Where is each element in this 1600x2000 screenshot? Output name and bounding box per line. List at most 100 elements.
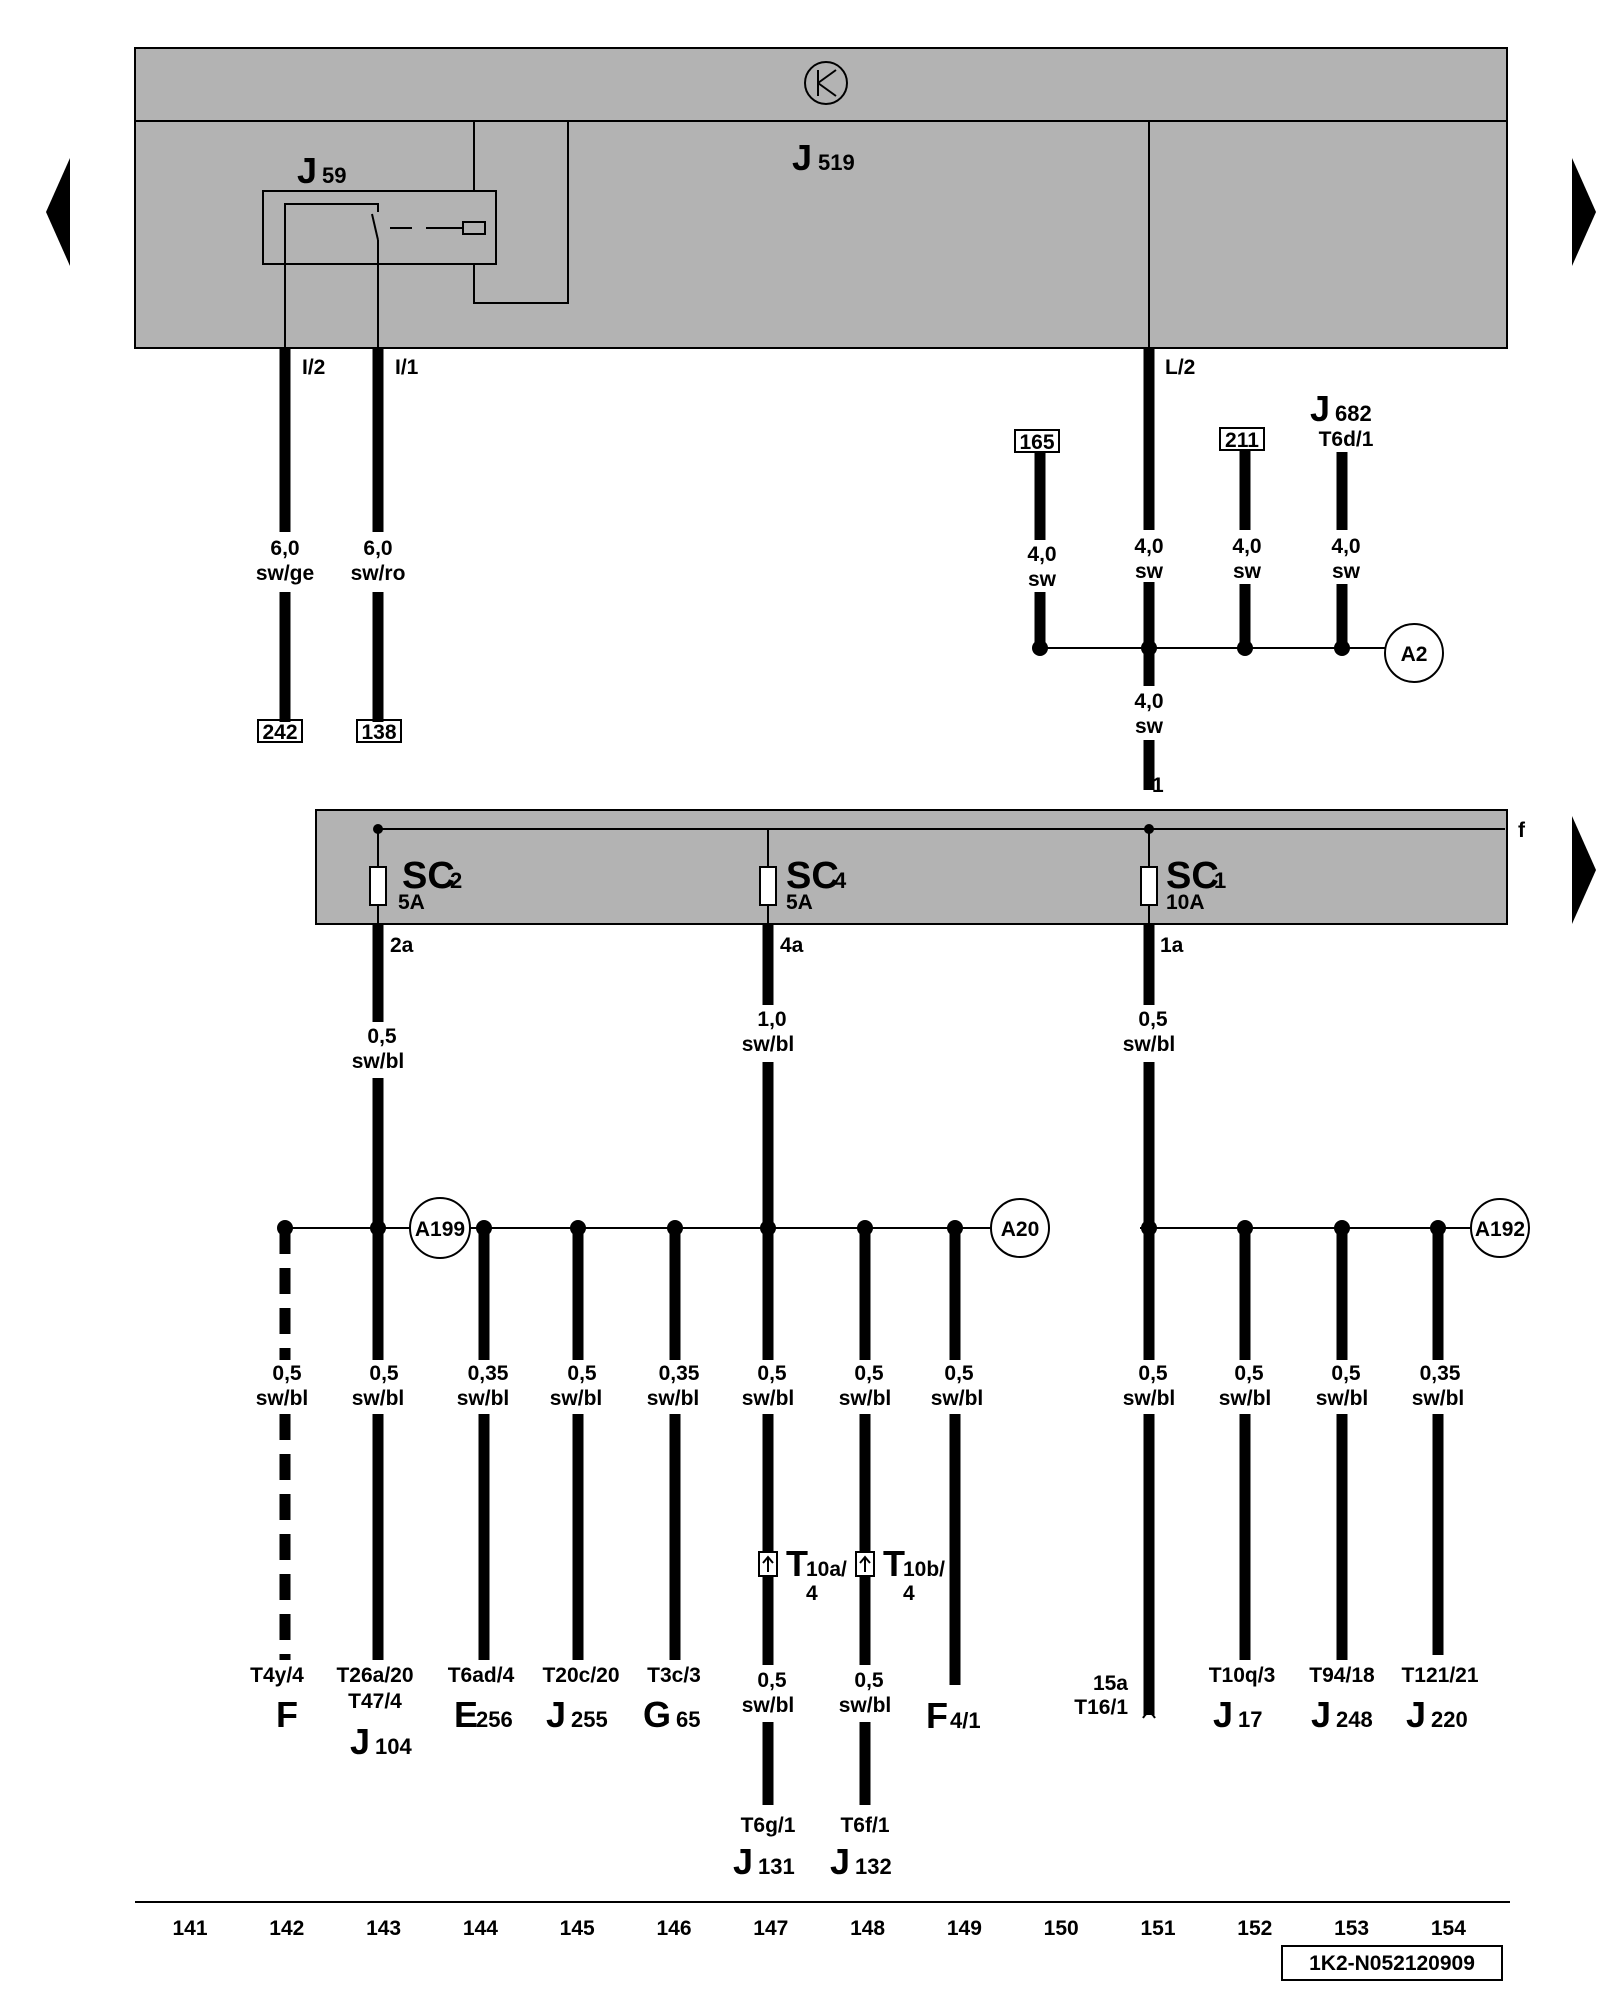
- junction-a199[interactable]: A199: [415, 1218, 465, 1241]
- component-number: 256: [476, 1707, 513, 1732]
- track-number: 148: [850, 1917, 885, 1940]
- component-e256[interactable]: T6ad/4 E 256: [448, 1664, 515, 1735]
- wire-size: 0,5: [854, 1362, 884, 1385]
- wire-color: sw/bl: [1219, 1387, 1272, 1410]
- component-j248[interactable]: T94/18 J 248: [1309, 1664, 1375, 1735]
- wire-size: 0,5: [369, 1362, 399, 1385]
- wire-color: sw/bl: [1123, 1387, 1176, 1410]
- wire-size: 0,5: [757, 1669, 787, 1692]
- track-number: 145: [560, 1917, 595, 1940]
- wire-size: 4,0: [1134, 535, 1163, 558]
- wire-color: sw: [1332, 560, 1361, 583]
- component-j255[interactable]: T20c/20 J 255: [542, 1664, 619, 1735]
- wire-color: sw/bl: [256, 1387, 309, 1410]
- component-number: 248: [1336, 1707, 1373, 1732]
- pin-i2: I/2: [302, 356, 325, 379]
- fuse-rating: 10A: [1166, 891, 1205, 914]
- f-label: f: [1518, 819, 1526, 842]
- component-f[interactable]: T4y/4 F: [250, 1664, 304, 1735]
- wire-color: sw: [1135, 715, 1164, 738]
- track-number: 147: [753, 1917, 788, 1940]
- component-number: 132: [855, 1854, 892, 1879]
- fuse-number: 2: [450, 868, 462, 893]
- fuse-rating: 5A: [786, 891, 813, 914]
- component-number: 131: [758, 1854, 795, 1879]
- wire-size: 0,5: [757, 1362, 787, 1385]
- wire-size: 0,5: [567, 1362, 597, 1385]
- wire-size: 0,5: [1138, 1362, 1168, 1385]
- fuse-name: SC: [402, 855, 455, 897]
- ref-138[interactable]: 138: [361, 721, 396, 744]
- wire-size: 0,5: [367, 1025, 397, 1048]
- ref-165[interactable]: 165: [1019, 431, 1054, 454]
- ref-211[interactable]: 211: [1225, 429, 1259, 452]
- wire-color: sw/bl: [839, 1694, 892, 1717]
- feed-pin: 1: [1152, 774, 1164, 797]
- fuse-number: 4: [834, 868, 847, 893]
- fuse-name: SC: [786, 855, 839, 897]
- component-j17[interactable]: T10q/3 J 17: [1209, 1664, 1276, 1735]
- connector-t10a: T 10a/ 4: [758, 1543, 847, 1605]
- wire-size: 0,5: [944, 1362, 974, 1385]
- j682-number: 682: [1335, 401, 1372, 426]
- prev-page-arrow-icon[interactable]: [46, 158, 70, 266]
- track-number: 154: [1431, 1917, 1466, 1940]
- wire-color: sw/ro: [351, 562, 406, 585]
- component-j132[interactable]: T6f/1 J 132: [830, 1814, 892, 1882]
- component-pin: T6g/1: [741, 1814, 796, 1837]
- connector-sub: 10a/: [806, 1558, 847, 1581]
- wire-color: sw/bl: [839, 1387, 892, 1410]
- wire-size: 4,0: [1134, 690, 1163, 713]
- wire-color: sw/bl: [457, 1387, 510, 1410]
- component-name: J: [1311, 1694, 1331, 1735]
- component-number: 4/1: [950, 1708, 981, 1733]
- track-number: 151: [1140, 1917, 1175, 1940]
- terminal-15a[interactable]: 15a T16/1: [1074, 1672, 1128, 1719]
- track-number: 143: [366, 1917, 401, 1940]
- wire-color: sw/bl: [1412, 1387, 1465, 1410]
- component-name: G: [643, 1694, 671, 1735]
- component-j220[interactable]: T121/21 J 220: [1401, 1664, 1478, 1735]
- next-page-arrow-icon[interactable]: [1572, 158, 1596, 266]
- pin-l2: L/2: [1165, 356, 1195, 379]
- ref-242[interactable]: 242: [262, 721, 297, 744]
- component-pin-2: T16/1: [1074, 1696, 1128, 1719]
- junction-a2[interactable]: A2: [1401, 643, 1428, 666]
- wire-color: sw: [1028, 568, 1057, 591]
- relay-number: 59: [322, 163, 346, 188]
- component-name: J: [546, 1694, 566, 1735]
- component-pin: T10q/3: [1209, 1664, 1276, 1687]
- next-page-arrow-icon-lower[interactable]: [1572, 816, 1596, 924]
- document-id: 1K2-N052120909: [1309, 1952, 1475, 1975]
- wire-size: 6,0: [270, 537, 299, 560]
- component-pin: T6f/1: [840, 1814, 889, 1837]
- wire-size: 0,5: [1234, 1362, 1264, 1385]
- component-number: 255: [571, 1707, 608, 1732]
- junction-a20[interactable]: A20: [1001, 1218, 1040, 1241]
- connector-pin: 4: [903, 1582, 915, 1605]
- component-name: J: [1406, 1694, 1426, 1735]
- component-j131[interactable]: T6g/1 J 131: [733, 1814, 796, 1882]
- wire-size: 1,0: [757, 1008, 786, 1031]
- component-pin: T3c/3: [647, 1664, 701, 1687]
- module-name: J: [792, 137, 812, 178]
- component-name: J: [733, 1841, 753, 1882]
- component-pin: T121/21: [1401, 1664, 1478, 1687]
- module-number: 519: [818, 150, 855, 175]
- wire-color: sw/bl: [742, 1387, 795, 1410]
- component-pin: T94/18: [1309, 1664, 1375, 1687]
- control-unit-j519: J 519 J 59: [134, 47, 1508, 349]
- junction-a192[interactable]: A192: [1475, 1218, 1525, 1241]
- track-number: 141: [172, 1917, 207, 1940]
- wire-color: sw/bl: [550, 1387, 603, 1410]
- wire-color: sw/bl: [1316, 1387, 1369, 1410]
- ground-symbol-icon: [804, 61, 848, 105]
- track-number: 149: [947, 1917, 982, 1940]
- component-g65[interactable]: T3c/3 G 65: [643, 1664, 701, 1735]
- component-f4-1[interactable]: F 4/1: [926, 1695, 981, 1736]
- relay-name: J: [297, 150, 317, 191]
- wire-size: 0,5: [854, 1669, 884, 1692]
- component-j104[interactable]: T26a/20 T47/4 J 104: [336, 1664, 413, 1762]
